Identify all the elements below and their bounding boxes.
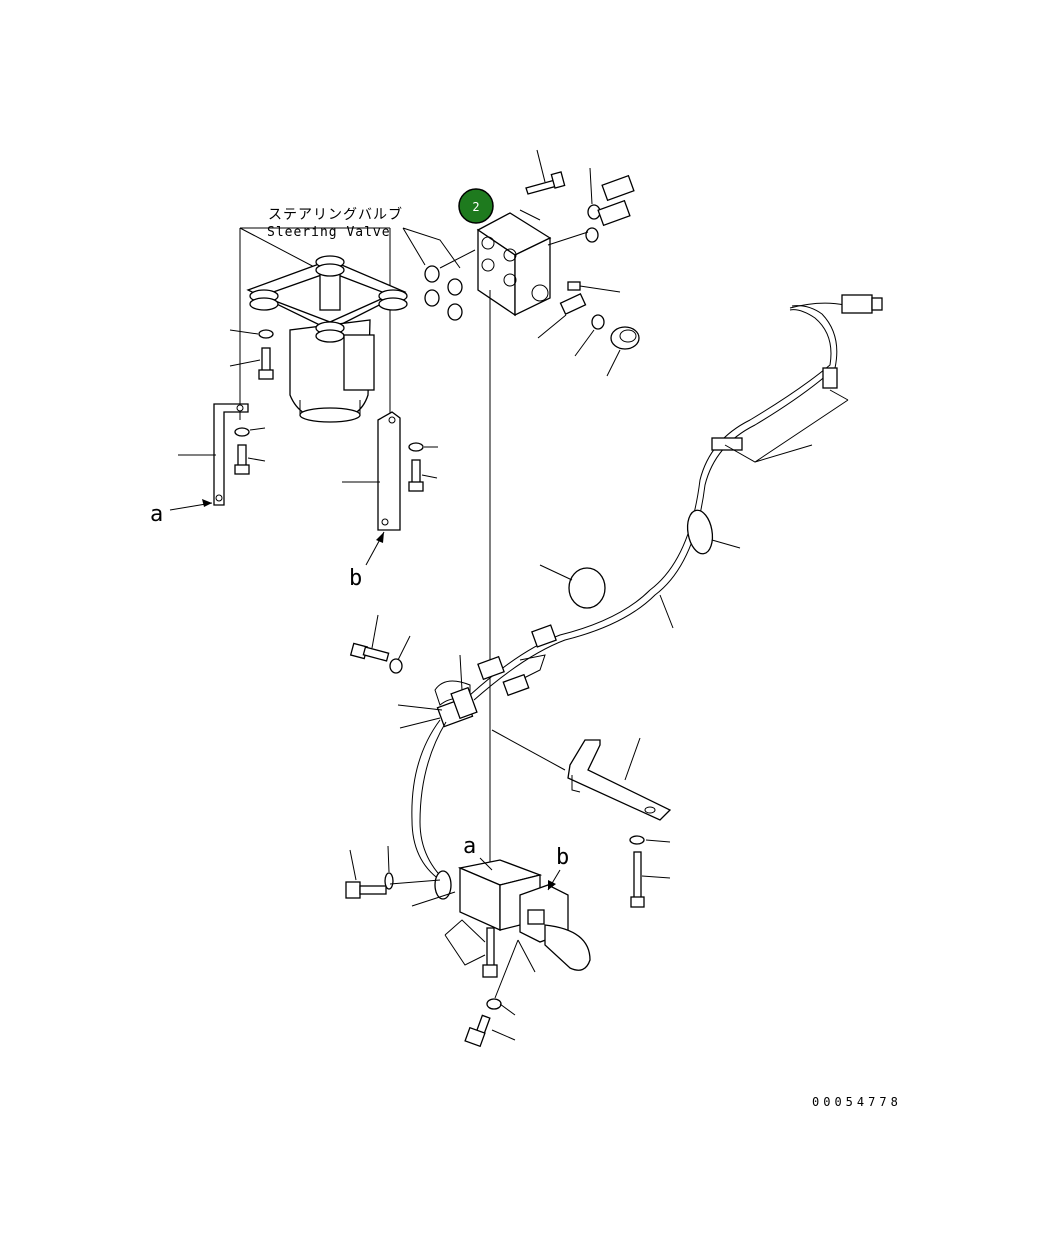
switch-assembly <box>434 859 591 971</box>
washer-icon <box>408 442 424 452</box>
o-ring-icon <box>424 289 440 307</box>
steering-valve-label-en: Sleering Valve <box>267 225 391 240</box>
bolt-icon <box>237 444 247 468</box>
bolt-icon <box>525 179 558 195</box>
ref-a-left: a <box>150 502 163 527</box>
o-ring-icon <box>424 265 440 283</box>
plug-icon <box>610 326 640 350</box>
wire-harness <box>469 294 883 701</box>
clamp-icon <box>711 437 743 451</box>
washer-icon <box>629 835 645 845</box>
bracket-icon <box>567 739 672 821</box>
screw-icon <box>567 281 581 291</box>
pin-icon <box>559 293 587 315</box>
callout-marker[interactable] <box>458 188 494 224</box>
washer-icon <box>389 658 403 674</box>
bolt-icon <box>411 459 421 485</box>
bracket-b <box>377 411 401 531</box>
o-ring-icon <box>447 303 463 321</box>
connector-icon <box>841 294 873 314</box>
steering-valve <box>246 255 408 423</box>
ref-b-bottom: b <box>556 845 569 870</box>
bolt-icon <box>633 851 642 901</box>
o-ring-icon <box>591 314 605 330</box>
steering-valve-label-jp: ステアリングバルブ <box>268 206 403 223</box>
fitting-icon <box>601 174 635 202</box>
drawing-number: 00054778 <box>812 1095 902 1109</box>
valve-block <box>476 212 552 317</box>
tie-band-icon <box>686 509 714 555</box>
connector-icon <box>531 624 557 648</box>
callout-number: 2 <box>472 200 479 214</box>
valve-label-leader <box>239 227 391 420</box>
washer-icon <box>258 329 274 339</box>
bolt-icon <box>261 347 271 373</box>
washer-icon <box>486 998 502 1010</box>
bracket-a <box>213 403 249 506</box>
bolt-icon <box>486 927 495 969</box>
o-ring-icon <box>585 227 599 243</box>
connector-icon <box>502 673 530 697</box>
connector-icon <box>477 655 505 681</box>
fitting-icon <box>597 199 631 227</box>
bolt-icon <box>345 881 361 899</box>
tie-band-icon <box>568 567 606 609</box>
clamp-icon <box>822 367 838 389</box>
o-ring-icon <box>447 278 463 296</box>
ref-a-bottom: a <box>463 834 476 859</box>
relay-cluster <box>434 680 478 728</box>
washer-icon <box>234 427 250 437</box>
washer-icon <box>384 872 394 890</box>
ref-b-left: b <box>349 566 362 591</box>
